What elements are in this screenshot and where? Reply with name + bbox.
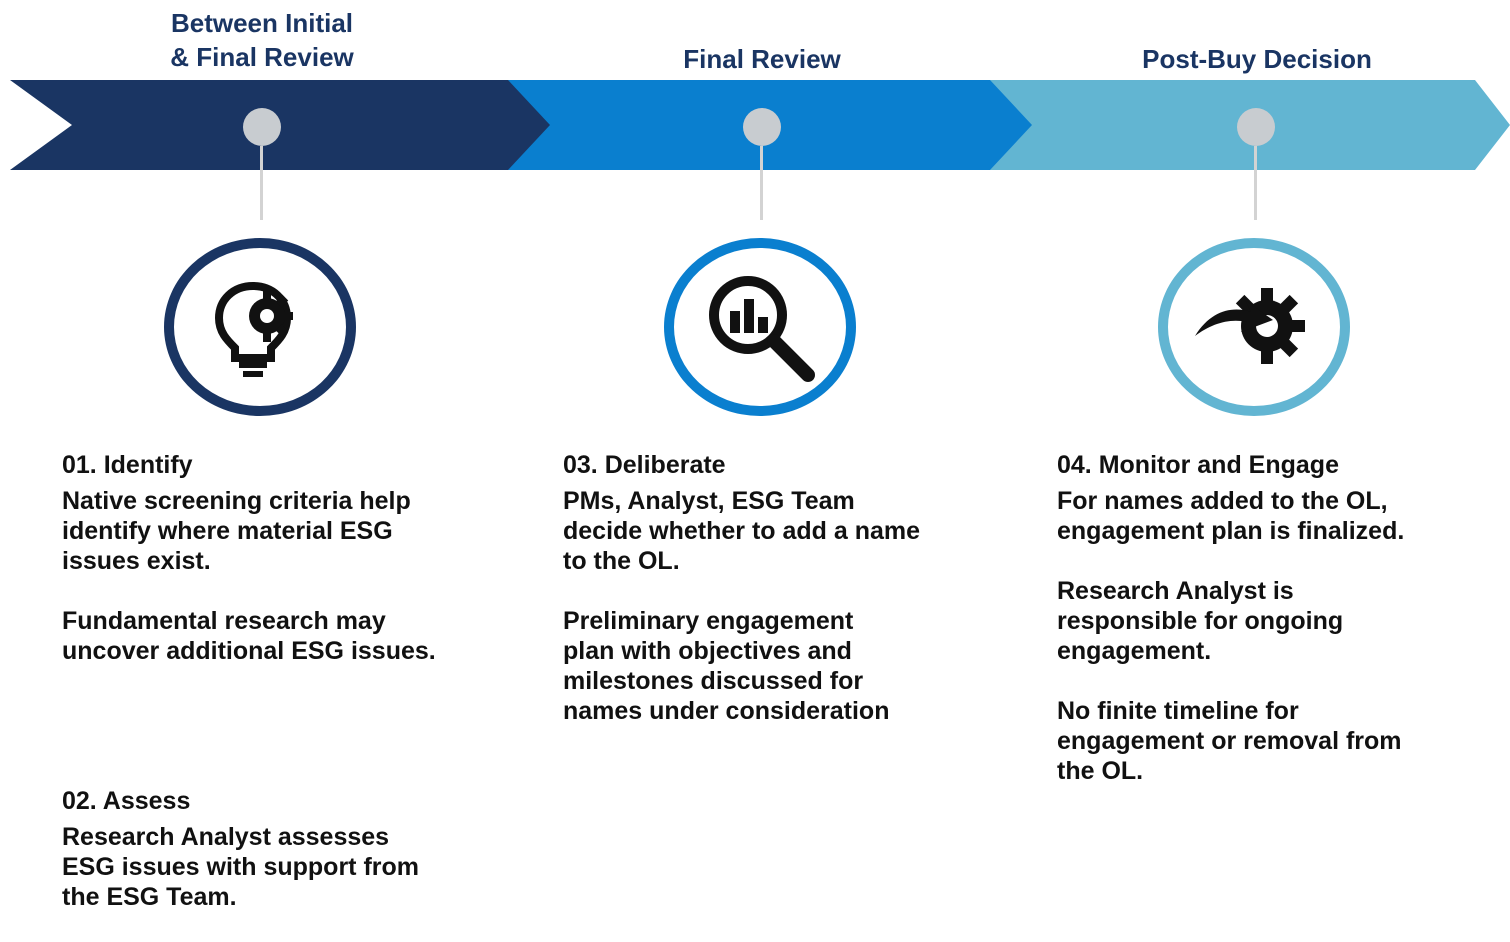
step-text-deliberate-1: PMs, Analyst, ESG Team decide whether to… (563, 487, 921, 575)
step-heading-assess: 02. Assess (62, 787, 191, 815)
phase-title-between-initial-final: Between Initial & Final Review (170, 8, 354, 72)
icon-ring-identify (164, 238, 356, 416)
step-text-monitor-2: Research Analyst is responsible for ongo… (1057, 577, 1344, 665)
icon-ring-deliberate (664, 238, 856, 416)
connector-3 (1254, 146, 1257, 220)
connector-2 (760, 146, 763, 220)
phase-title-post-buy-decision: Post-Buy Decision (1142, 44, 1372, 74)
connector-1 (260, 146, 263, 220)
step-deliberate: 03. Deliberate PMs, Analyst, ESG Team de… (563, 450, 1003, 756)
timeline-dot-2 (743, 108, 781, 146)
step-heading-deliberate: 03. Deliberate (563, 451, 726, 479)
icon-ring-monitor (1158, 238, 1350, 416)
timeline-dot-3 (1237, 108, 1275, 146)
step-monitor: 04. Monitor and Engage For names added t… (1057, 450, 1502, 816)
step-heading-identify: 01. Identify (62, 451, 193, 479)
step-text-assess-1: Research Analyst assesses ESG issues wit… (62, 823, 419, 911)
step-assess: 02. Assess Research Analyst assesses ESG… (62, 786, 502, 942)
phase-title-final-review: Final Review (683, 44, 841, 74)
step-text-identify-2: Fundamental research may uncover additio… (62, 607, 436, 665)
step-text-identify-1: Native screening criteria help identify … (62, 487, 411, 575)
step-heading-monitor: 04. Monitor and Engage (1057, 451, 1339, 479)
timeline-dot-1 (243, 108, 281, 146)
step-text-monitor-3: No finite timeline for engagement or rem… (1057, 697, 1402, 785)
step-text-monitor-1: For names added to the OL, engagement pl… (1057, 487, 1405, 545)
lightbulb-gear-icon (214, 281, 293, 377)
arrow-gear-icon (1195, 288, 1305, 364)
timeline-band (10, 80, 1510, 170)
magnifier-chart-icon (709, 276, 815, 382)
step-text-deliberate-2: Preliminary engagement plan with objecti… (563, 607, 890, 725)
step-identify: 01. Identify Native screening criteria h… (62, 450, 502, 696)
